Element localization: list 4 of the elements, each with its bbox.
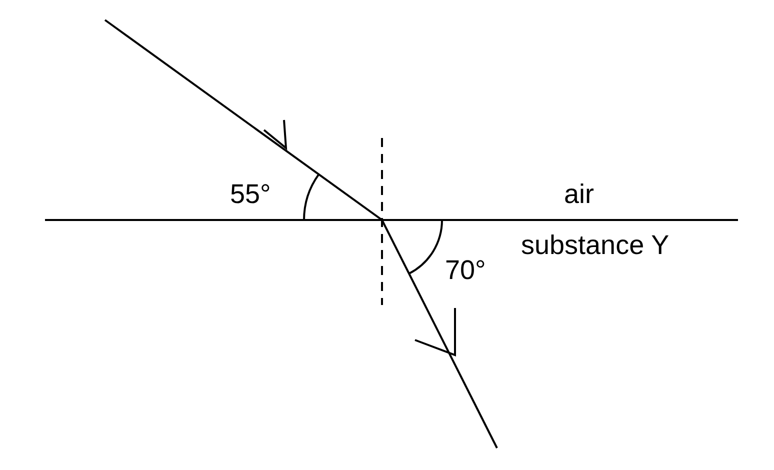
angle-label: 70° (445, 257, 486, 284)
medium-label: air (564, 181, 594, 208)
angle-label: 55° (230, 181, 271, 208)
medium-label: substance Y (521, 232, 670, 259)
